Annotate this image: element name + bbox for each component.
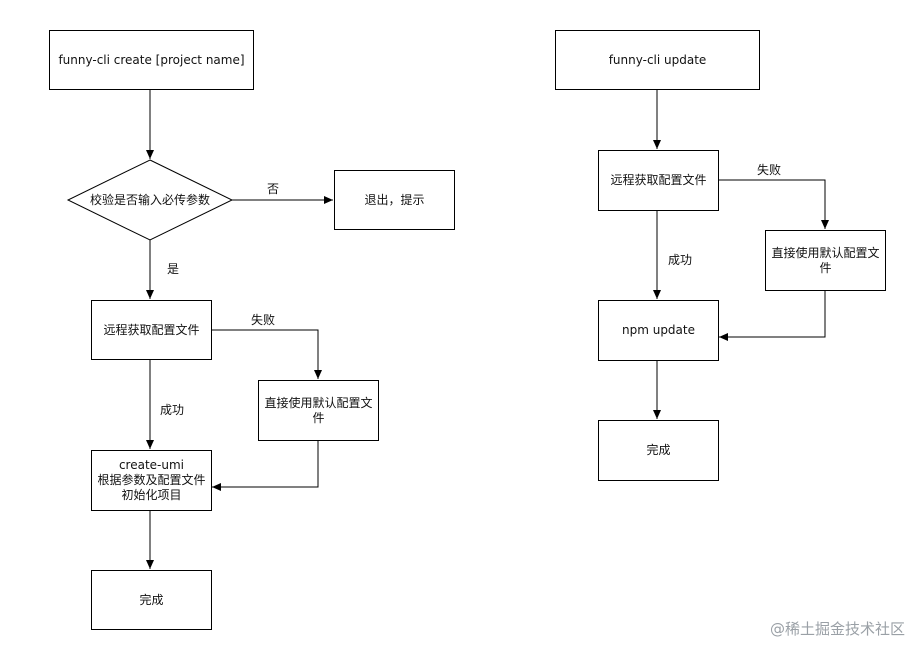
node-r-fetch-config: 远程获取配置文件	[598, 150, 719, 211]
node-init-project: create-umi 根据参数及配置文件 初始化项目	[91, 450, 212, 511]
watermark: @稀土掘金技术社区	[769, 620, 905, 638]
label-r-fail: 失败	[757, 163, 782, 177]
node-check-params: 校验是否输入必传参数	[89, 193, 210, 207]
node-npm-update: npm update	[598, 300, 719, 361]
label-success: 成功	[160, 403, 185, 417]
node-r-done: 完成	[598, 420, 719, 481]
node-fetch-config: 远程获取配置文件	[91, 300, 212, 360]
node-exit-prompt: 退出，提示	[334, 170, 455, 230]
label-fail: 失败	[251, 313, 276, 327]
label-no: 否	[267, 182, 280, 196]
label-r-success: 成功	[668, 253, 693, 267]
node-create-command: funny-cli create [project name]	[49, 30, 254, 90]
node-r-use-default-config: 直接使用默认配置文 件	[765, 230, 886, 291]
node-update-command: funny-cli update	[555, 30, 760, 90]
edge-fetch-to-default	[211, 329, 322, 379]
label-yes: 是	[167, 262, 180, 276]
edge-r-fetch-to-default	[718, 179, 829, 229]
edge-r-default-to-update	[719, 290, 826, 341]
node-done: 完成	[91, 570, 212, 630]
node-use-default-config: 直接使用默认配置文 件	[258, 380, 379, 441]
edge-default-to-init	[212, 440, 319, 491]
